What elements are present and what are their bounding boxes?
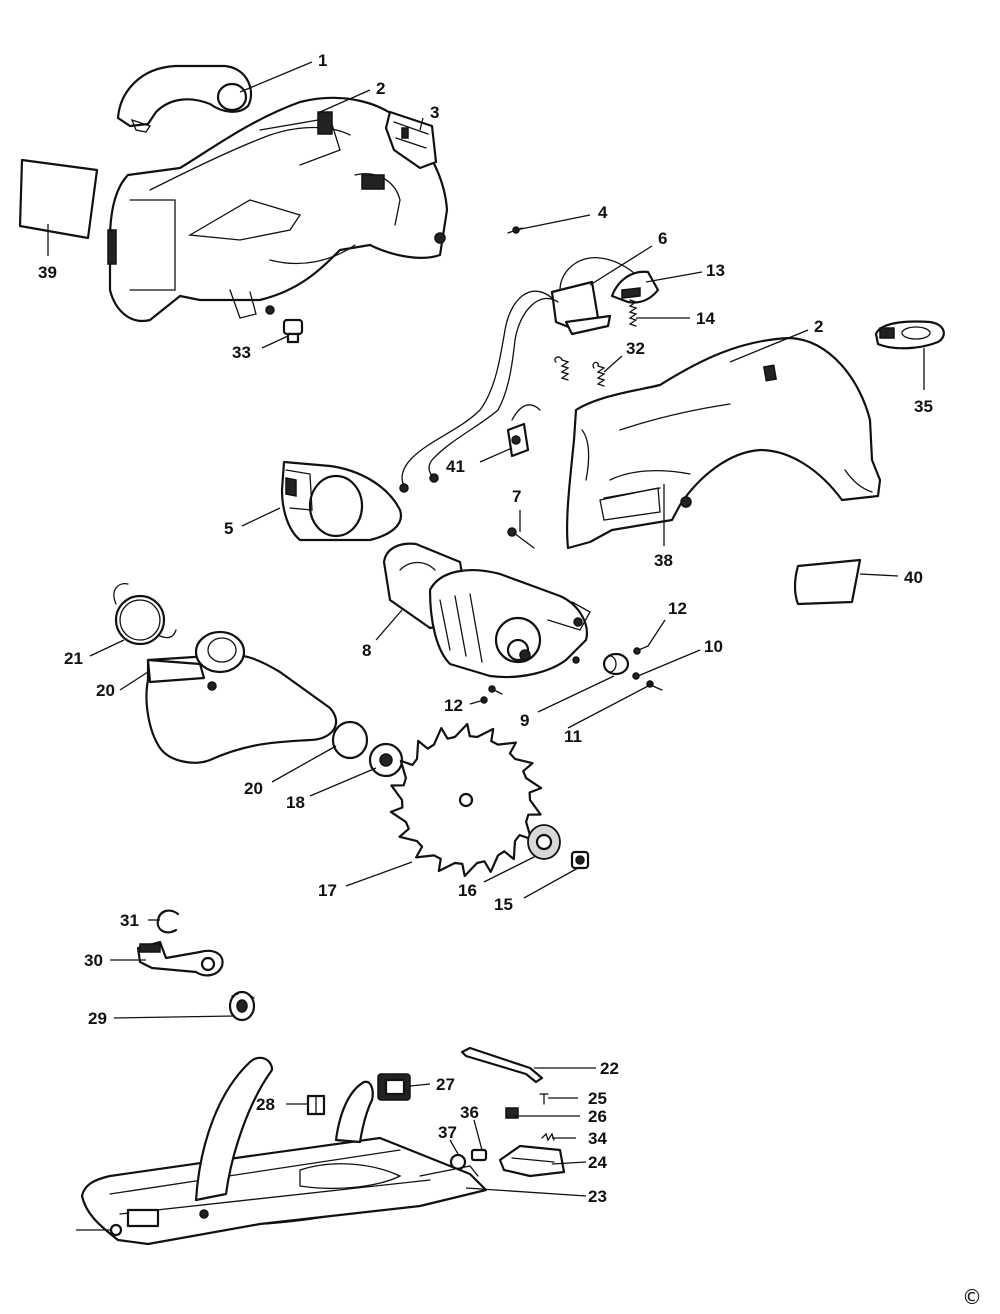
label-28: 28: [256, 1095, 275, 1114]
label-24: 24: [588, 1153, 607, 1172]
label-9: 9: [520, 711, 529, 730]
part-14-spring: [628, 299, 638, 327]
label-22: 22: [600, 1059, 619, 1078]
part-20-lower-guard: [145, 630, 338, 764]
label-35: 35: [914, 397, 933, 416]
label-25: 25: [588, 1089, 607, 1108]
part-7-screw: [507, 527, 535, 549]
part-30-lever: [136, 940, 224, 977]
part-5-baffle: [280, 460, 403, 542]
part-27-knob: [377, 1073, 411, 1101]
label-8: 8: [362, 641, 371, 660]
part-8-motor: [382, 542, 591, 679]
part-3-bracket: [384, 110, 438, 170]
part-33-screw: [282, 318, 304, 344]
label-11: 11: [564, 727, 582, 746]
label-37: 37: [438, 1123, 457, 1142]
part-12-screw-a: [633, 645, 649, 655]
label-18: 18: [286, 793, 305, 812]
part-4-screw: [507, 226, 523, 234]
label-40: 40: [904, 568, 923, 587]
label-26: 26: [588, 1107, 607, 1126]
part-21-spring: [113, 583, 177, 646]
label-12a: 12: [668, 599, 687, 618]
label-23: 23: [588, 1187, 607, 1206]
label-14: 14: [696, 309, 715, 328]
part-38-label: [603, 487, 661, 499]
copyright-mark: ©: [962, 1285, 982, 1309]
label-27: 27: [436, 1075, 455, 1094]
part-39-label: [18, 158, 99, 240]
part-31-circlip: [156, 909, 180, 934]
part-25-screw: [539, 1093, 549, 1105]
label-39: 39: [38, 263, 57, 282]
part-34-spring: [541, 1132, 555, 1142]
part-18-washer: [368, 742, 404, 778]
label-13: 13: [706, 261, 725, 280]
label-3: 3: [430, 103, 439, 122]
part-35-clip: [874, 320, 945, 350]
label-4: 4: [598, 203, 608, 222]
part-22-hex-key: [460, 1046, 544, 1084]
part-41-retainer: [506, 404, 541, 458]
part-24-depth-lever: [498, 1144, 566, 1178]
label-29: 29: [88, 1009, 107, 1028]
leader-lines: [47, 61, 925, 1231]
label-30: 30: [84, 951, 103, 970]
label-17: 17: [318, 881, 337, 900]
label-2a: 2: [376, 79, 385, 98]
part-17-saw-blade: [389, 722, 543, 878]
part-40-label: [793, 558, 862, 606]
part-28-bolt: [306, 1094, 326, 1116]
label-6: 6: [658, 229, 667, 248]
label-41: 41: [446, 457, 465, 476]
part-2-housing-right: [566, 336, 882, 550]
label-31: 31: [120, 911, 139, 930]
part-23-base-plate: [80, 1056, 488, 1246]
label-5: 5: [224, 519, 233, 538]
label-15: 15: [494, 895, 513, 914]
label-7: 7: [512, 487, 521, 506]
label-36: 36: [460, 1103, 479, 1122]
part-13-trigger: [610, 270, 660, 304]
part-number-labels: 1 2 3 4 6 13 14 2 32 35 39 33 41 7 5 38 …: [38, 51, 933, 1206]
part-20-o-ring: [331, 720, 369, 760]
label-34: 34: [588, 1129, 607, 1148]
label-20b: 20: [244, 779, 263, 798]
label-21: 21: [64, 649, 83, 668]
label-10: 10: [704, 637, 723, 656]
part-1-handle: [116, 64, 253, 133]
part-36-screw: [470, 1148, 488, 1162]
label-1: 1: [318, 51, 327, 70]
label-12b: 12: [444, 696, 463, 715]
part-6-switch: [399, 256, 651, 493]
base-screw: [109, 1223, 123, 1237]
part-15-bolt: [570, 850, 590, 870]
label-33: 33: [232, 343, 251, 362]
label-20a: 20: [96, 681, 115, 700]
label-2b: 2: [814, 317, 823, 336]
label-32: 32: [626, 339, 645, 358]
label-38: 38: [654, 551, 673, 570]
label-16: 16: [458, 881, 477, 900]
part-16-outer-washer: [527, 824, 561, 860]
part-2-housing-left: [107, 96, 449, 323]
part-9-bearing: [602, 652, 630, 676]
part-12-screw-b: [480, 685, 503, 704]
part-26-clip: [505, 1107, 519, 1119]
part-29-nut: [228, 990, 256, 1022]
part-32-springs: [554, 356, 606, 387]
